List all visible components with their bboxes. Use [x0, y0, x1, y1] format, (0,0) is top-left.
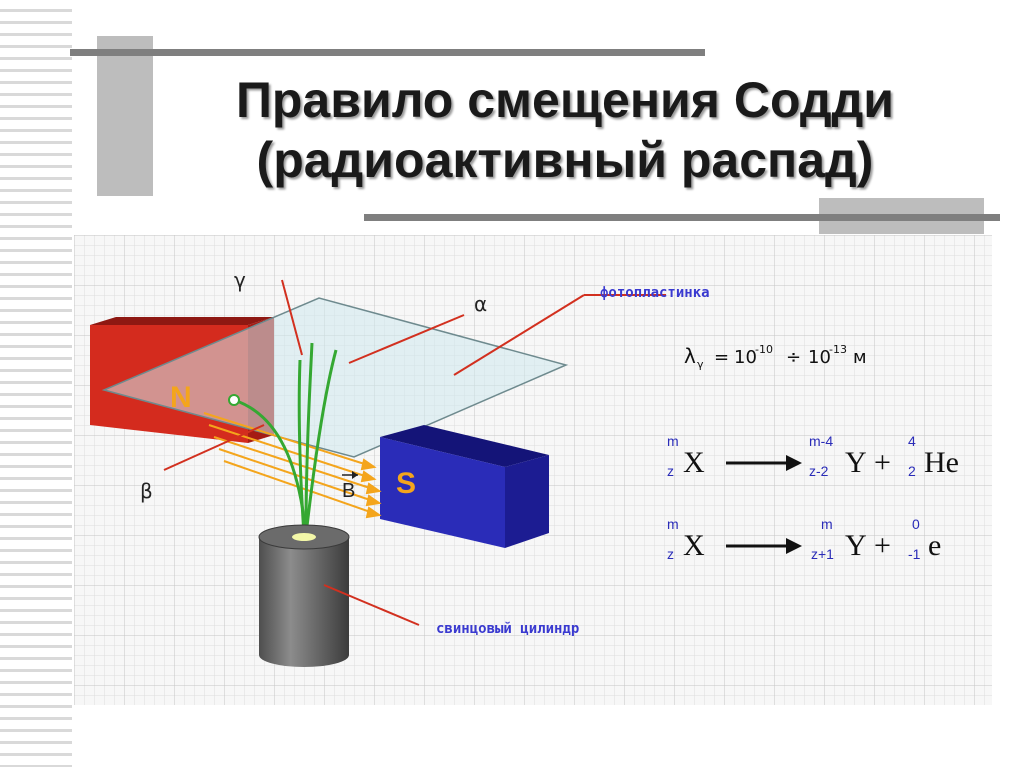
- beta-decay-equation: m z X m z+1 Y + 0 -1 e: [667, 516, 941, 562]
- wavelength-exp-1: -10: [755, 343, 773, 356]
- lambda-subscript: γ: [697, 358, 704, 371]
- title-decor-line-top: [70, 49, 705, 56]
- gamma-label: γ: [234, 268, 246, 292]
- alpha-label: α: [474, 292, 487, 316]
- left-stripe-decoration: [0, 0, 72, 767]
- alpha-daughter-mass: m-4: [809, 433, 833, 449]
- field-b-label: B: [342, 480, 355, 502]
- magnetic-field-arrows: [203, 412, 382, 519]
- south-label: S: [396, 467, 416, 500]
- field-vector-arrowhead: [352, 471, 358, 479]
- beta-particle-mass: 0: [912, 516, 920, 532]
- beta-daughter-mass: m: [821, 516, 833, 532]
- alpha-daughter-charge: z-2: [809, 463, 829, 479]
- alpha-parent-mass: m: [667, 433, 679, 449]
- beta-parent-charge: z: [667, 546, 674, 562]
- alpha-daughter-symbol: Y: [845, 446, 867, 479]
- beta-plus: +: [874, 529, 891, 562]
- gamma-track: [304, 342, 314, 536]
- wavelength-equals: =: [714, 347, 729, 368]
- alpha-decay-equation: m z X m-4 z-2 Y + 4 2 He: [667, 433, 959, 479]
- title-line-1: Правило смещения Содди: [235, 72, 895, 128]
- title-decor-line-bottom: [364, 214, 1000, 221]
- alpha-track: [304, 349, 338, 536]
- wavelength-exp-2: -13: [829, 343, 847, 356]
- alpha-parent-symbol: X: [683, 446, 705, 479]
- alpha-reaction-arrowhead: [786, 455, 802, 471]
- beta-reaction-arrowhead: [786, 538, 802, 554]
- cylinder-label: свинцовый цилиндр: [436, 621, 579, 637]
- wavelength-formula: λ γ = 10 -10 ÷ 10 -13 м: [684, 343, 867, 371]
- soddy-rule-diagram: N S γ α β B фотопластинка свинцовый цили…: [74, 235, 992, 705]
- title-decor-block-left: [97, 36, 153, 196]
- south-magnet: [380, 425, 549, 548]
- alpha-particle-charge: 2: [908, 463, 916, 479]
- slide-title: Правило смещения Содди (радиоактивный ра…: [150, 70, 980, 190]
- radiation-tracks: [233, 342, 338, 536]
- alpha-plus: +: [874, 446, 891, 479]
- title-line-2: (радиоактивный распад): [256, 132, 874, 188]
- beta-daughter-charge: z+1: [811, 546, 834, 562]
- north-label: N: [170, 381, 192, 414]
- beta-particle-symbol: e: [928, 529, 941, 562]
- photoplate-label: фотопластинка: [600, 285, 710, 301]
- alpha-particle-mass: 4: [908, 433, 916, 449]
- beta-spot: [228, 394, 240, 406]
- beta-particle-charge: -1: [908, 546, 921, 562]
- alpha-parent-charge: z: [667, 463, 674, 479]
- wavelength-base-2: 10: [808, 347, 831, 368]
- lead-cylinder: [258, 524, 350, 667]
- wavelength-base-1: 10: [734, 347, 757, 368]
- beta-parent-mass: m: [667, 516, 679, 532]
- wavelength-unit: м: [853, 347, 867, 368]
- beta-daughter-symbol: Y: [845, 529, 867, 562]
- beta-parent-symbol: X: [683, 529, 705, 562]
- pointer-lines: [163, 279, 666, 626]
- wavelength-divide: ÷: [786, 347, 801, 368]
- alpha-particle-symbol: He: [924, 446, 959, 479]
- lambda-symbol: λ: [684, 344, 696, 368]
- beta-label: β: [140, 479, 153, 503]
